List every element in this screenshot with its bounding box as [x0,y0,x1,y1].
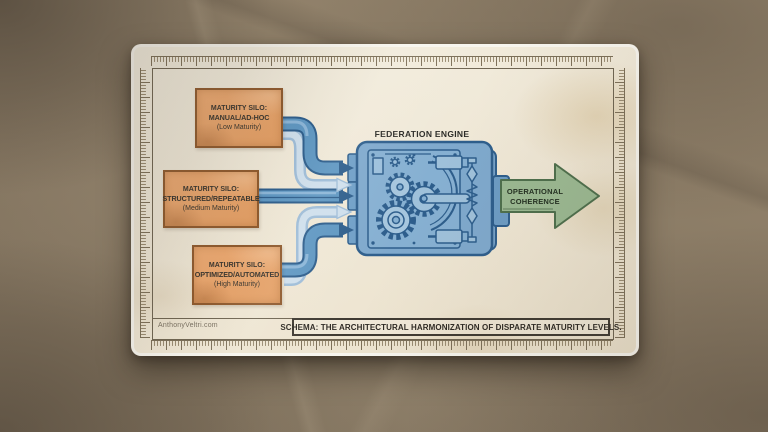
silo-level: (Low Maturity) [216,123,262,131]
valve-spring-icon [466,157,478,243]
ghost-pipe-high [284,206,337,286]
silo-box-high: MATURITY SILO: OPTIMIZED/AUTOMATED (High… [192,245,282,305]
caption-text: SCHEMA: THE ARCHITECTURAL HARMONIZATION … [280,322,622,332]
diagram-artwork [259,116,600,286]
diagram-card: MATURITY SILO: MANUAL/AD-HOC (Low Maturi… [131,44,639,356]
flow-arrow-light [336,177,353,220]
silo-title: MATURITY SILO: [210,104,268,112]
input-pipe-medium [259,188,343,204]
output-arrow-label: OPERATIONAL COHERENCE [495,187,575,206]
ghost-pipe-low [281,128,337,191]
silo-name: STRUCTURED/REPEATABLE [162,194,260,204]
flow-arrow-dark [339,161,354,237]
diagram-frame [152,68,614,340]
silo-level: (Medium Maturity) [182,204,240,212]
silo-title: MATURITY SILO: [182,185,240,193]
ruler-border-top [151,56,613,66]
credit-text: AnthonyVeltri.com [158,322,218,329]
input-pipe-low [279,116,343,176]
silo-name: MANUAL/AD-HOC [208,113,270,123]
caption-box: SCHEMA: THE ARCHITECTURAL HARMONIZATION … [280,318,622,336]
ruler-border-right [615,68,625,338]
silo-level: (High Maturity) [214,280,260,288]
output-arrow [500,163,600,229]
silo-box-low: MATURITY SILO: MANUAL/AD-HOC (Low Maturi… [195,88,283,148]
silo-title: MATURITY SILO: [208,261,266,269]
silo-name: OPTIMIZED/AUTOMATED [194,270,280,280]
gear-icon [376,200,416,240]
output-arrow-label-line1: OPERATIONAL [506,187,564,196]
input-pipe-high [282,222,343,278]
piston-icon [428,155,469,170]
footer-divider [152,318,293,319]
ruler-border-left [140,68,150,338]
ruler-border-bottom [151,340,613,350]
valve-cog-icon [389,154,416,168]
output-arrow-label-line2: COHERENCE [510,196,560,206]
piston-icon [428,229,469,244]
silo-box-medium: MATURITY SILO: STRUCTURED/REPEATABLE (Me… [162,170,260,228]
federation-engine-label: FEDERATION ENGINE [374,129,470,139]
federation-engine-illustration [347,140,510,257]
